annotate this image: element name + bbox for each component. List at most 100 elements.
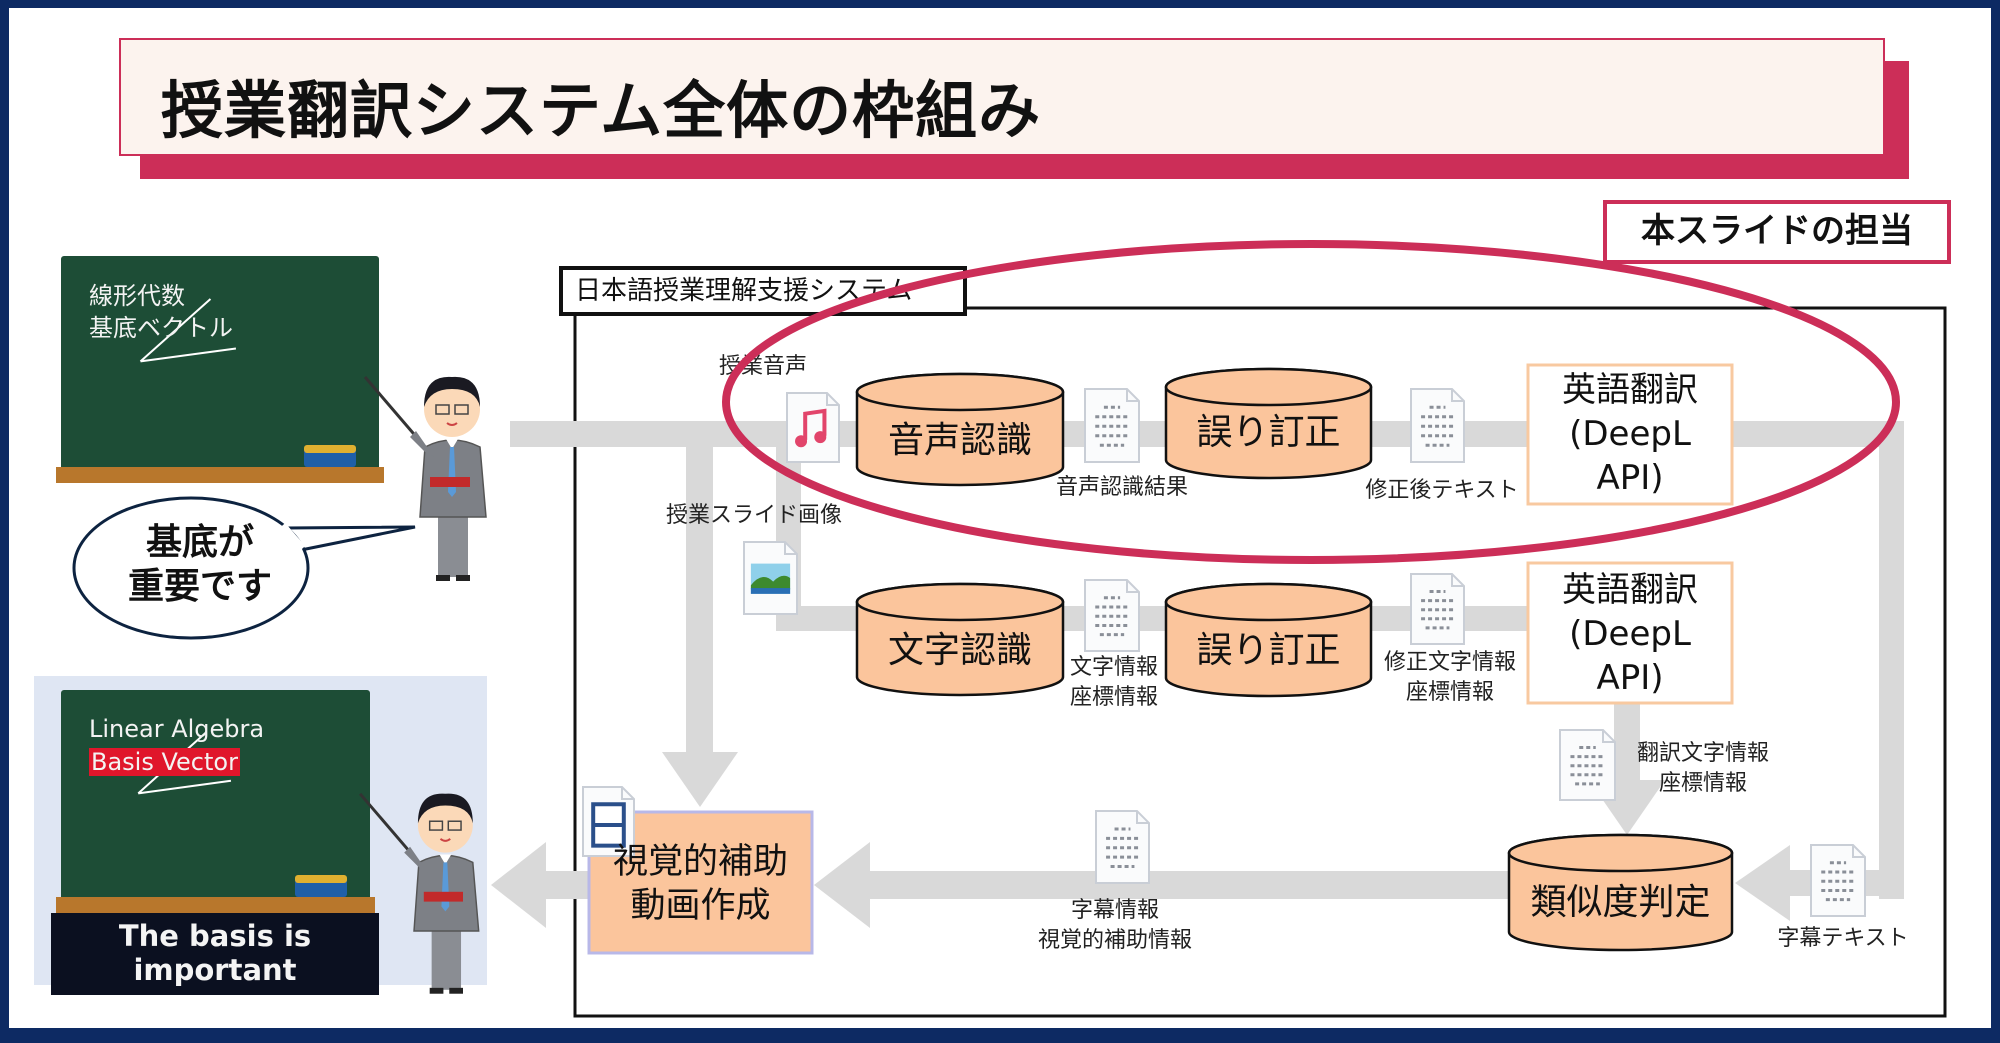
arm [410,431,434,457]
document-icon [1410,388,1465,463]
label-line: 視覚的補助情報 [1037,928,1193,953]
scope-badge: 本スライドの担当 [1603,200,1951,264]
node-line: 視覚的補助 [612,842,788,882]
node-similarity: 類似度判定 [1530,882,1711,923]
shirt-collar [446,439,458,449]
caption-line: important [133,953,297,987]
label-line: 字幕情報 [1070,898,1160,923]
slide: 授業翻訳システム全体の枠組み 本スライドの担当 線形代数 基底ベクトル 基底が … [9,8,1991,1028]
label-line: 文字情報 [1069,655,1159,680]
document-icon [1810,844,1866,917]
node-video-creation: 視覚的補助 動画作成 [589,840,812,928]
pipe-right-down [1879,421,1904,899]
box-translation-1 [1526,363,1734,506]
cylinder-speech-recognition-top [855,372,1065,412]
image-file-icon-fold [784,542,797,555]
document-icon [1084,388,1140,463]
board2-highlight: Basis Vector [89,748,240,776]
document-icon-fold [1136,811,1149,824]
pipe-out [545,871,595,899]
caption-line: The basis is [118,919,312,953]
document-icon-fold [1451,574,1464,587]
blackboard-japanese-vector-arrow [140,347,237,363]
glasses [428,820,444,831]
label-char-info: 文字情報 座標情報 [1070,653,1158,713]
cylinder-similarity-top [1507,833,1734,873]
blackboard-japanese-eraser [304,449,356,467]
label-subtitle-text: 字幕テキスト [1777,926,1909,951]
label-corrected-text: 修正後テキスト [1365,478,1519,503]
label-line: 修正文字情報 [1383,650,1517,675]
blackboard-japanese-tray [56,467,384,483]
scope-ellipse-layer [722,240,1900,564]
blackboard-english-eraser-top [295,875,347,883]
hair [424,376,480,407]
bubble-line: 基底が [145,522,254,563]
page-title: 授業翻訳システム全体の枠組み [161,74,1042,147]
pipe-bottom [868,871,1518,899]
document-icon-fold [1126,389,1139,402]
smile [439,838,451,842]
music-note-stem [803,408,827,440]
document-icon [1095,810,1150,884]
speech-bubble-text: 基底が 重要です [105,521,295,609]
book [430,477,470,487]
shoe [429,987,444,994]
cylinder-error-correction-1-top [1164,367,1373,407]
node-line: (DeepL [1569,414,1691,454]
node-speech-recognition: 音声認識 [887,420,1032,461]
shoe [436,575,450,581]
music-note-head [814,431,827,444]
node-line: (DeepL [1569,614,1691,654]
smile [446,422,458,426]
node-text-recognition: 文字認識 [887,630,1032,671]
label-line: 座標情報 [1405,680,1495,705]
label-translated-char-info: 翻訳文字情報 座標情報 [1637,739,1769,799]
blackboard-english [61,690,370,901]
face [417,797,473,853]
document-icon [1559,729,1616,801]
shoe [449,987,463,994]
blackboard-english-eraser [295,879,347,897]
blackboard-english-vector-arrow [138,779,232,795]
arrowhead-subtitle-in [1735,845,1790,921]
node-error-correction-1: 誤り訂正 [1196,412,1341,453]
hair [417,793,473,824]
glasses [454,404,469,415]
music-note-head [795,435,808,448]
speech-bubble-joint [280,523,306,550]
subtitle-caption: The basis is important [51,913,379,995]
blackboard-english-tray [56,897,375,913]
arrowhead-out [491,842,546,928]
box-translation-2 [1526,561,1734,705]
title-box: 授業翻訳システム全体の枠組み [119,38,1885,156]
speech-bubble [72,496,310,640]
arm [404,846,428,873]
document-icon-fold [1126,580,1139,593]
teacher-figure-1 [363,376,487,581]
node-line: 英語翻訳 [1562,570,1698,610]
board1-line: 基底ベクトル [89,314,233,342]
label-subtitle-info: 字幕情報 視覚的補助情報 [1038,896,1192,956]
label-line: 座標情報 [1069,685,1159,710]
board1-text: 線形代数 基底ベクトル [89,280,233,344]
face [424,381,480,437]
node-line: API) [1596,458,1664,498]
arrowhead-slide-down [662,752,738,807]
cylinder-error-correction-2-top [1164,582,1373,622]
audio-file-icon-fold [826,393,839,406]
label-corrected-char-info: 修正文字情報 座標情報 [1384,648,1516,708]
shirt-collar [439,854,452,865]
arrowhead-bottom [814,842,870,928]
image-hills [750,575,791,590]
document-icon-fold [1451,389,1464,402]
document-icon-fold [1852,845,1865,858]
glasses [447,820,462,831]
bubble-line: 重要です [127,566,272,607]
label-line: 座標情報 [1658,771,1748,796]
blackboard-japanese-eraser-top [304,445,356,453]
cylinder-text-recognition-top [855,582,1065,622]
pipe-slide-down [686,446,713,756]
board1-line: 線形代数 [89,282,185,310]
teacher-figure-2 [358,792,480,994]
